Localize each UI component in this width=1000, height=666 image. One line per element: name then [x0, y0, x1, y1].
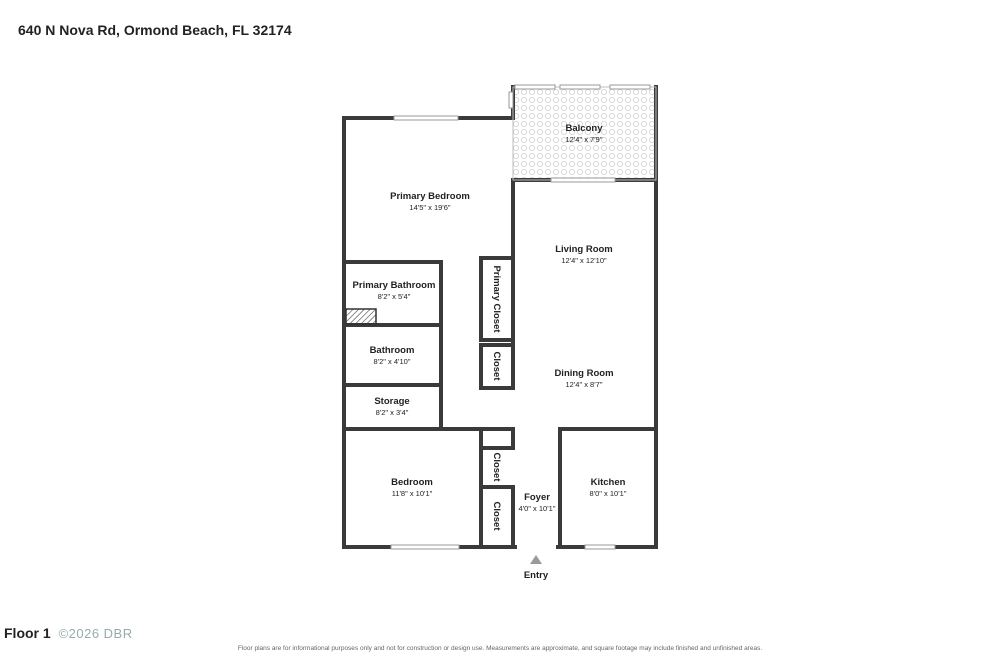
watermark: ©2026 DBR [58, 626, 133, 641]
room-dims-balcony: 12'4" x 7'9" [566, 135, 603, 144]
room-name-living-room: Living Room [555, 244, 613, 255]
room-dims-bathroom: 8'2" x 4'10" [374, 357, 411, 366]
floor-label: Floor 1 [4, 625, 51, 641]
disclaimer: Floor plans are for informational purpos… [237, 645, 763, 652]
room-name-closet-2: Closet [491, 452, 502, 482]
room-dims-storage: 8'2" x 3'4" [376, 408, 409, 417]
room-name-bedroom: Bedroom [391, 477, 433, 488]
room-name-balcony: Balcony [566, 123, 604, 134]
entry-label: Entry [524, 570, 549, 581]
room-name-kitchen: Kitchen [591, 477, 626, 488]
room-name-primary-bathroom: Primary Bathroom [353, 280, 436, 291]
windows [390, 84, 651, 550]
room-name-storage: Storage [374, 396, 409, 407]
shaft [345, 308, 377, 325]
room-name-bathroom: Bathroom [370, 345, 415, 356]
room-dims-kitchen: 8'0" x 10'1" [590, 489, 627, 498]
balcony-floor [513, 87, 656, 180]
room-dims-bedroom: 11'8" x 10'1" [392, 489, 433, 498]
floor-label-row: Floor 1 ©2026 DBR [4, 625, 133, 641]
room-name-closet-3: Closet [491, 501, 502, 531]
room-dims-dining-room: 12'4" x 8'7" [566, 380, 603, 389]
room-name-primary-bedroom: Primary Bedroom [390, 191, 470, 202]
room-name-foyer: Foyer [524, 492, 550, 503]
room-dims-primary-bedroom: 14'5" x 19'6" [409, 203, 450, 212]
room-name-dining-room: Dining Room [554, 368, 613, 379]
room-name-primary-closet: Primary Closet [491, 265, 502, 333]
property-address: 640 N Nova Rd, Ormond Beach, FL 32174 [18, 22, 292, 38]
entry-arrow-icon [530, 555, 542, 564]
room-dims-foyer: 4'0" x 10'1" [519, 504, 556, 513]
room-name-closet-1: Closet [491, 351, 502, 381]
room-dims-primary-bathroom: 8'2" x 5'4" [378, 292, 411, 301]
room-dims-living-room: 12'4" x 12'10" [561, 256, 607, 265]
